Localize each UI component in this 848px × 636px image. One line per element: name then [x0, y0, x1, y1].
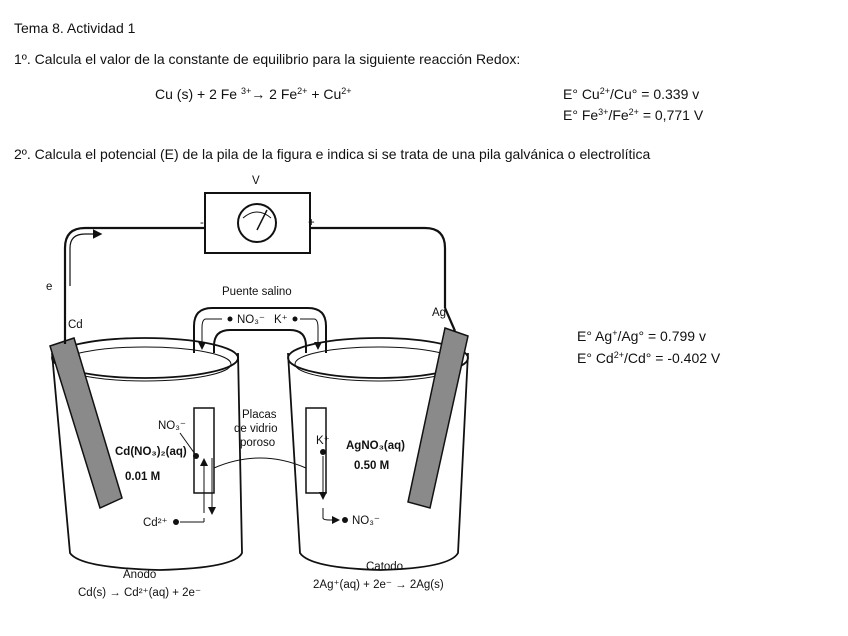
salt-bridge [193, 307, 327, 493]
galvanic-cell-figure: e V - + Puente salino NO₃⁻ K⁺ Cd Ag NO₃⁻ [46, 175, 469, 599]
potential-fe: E° Fe3+/Fe2+ = 0,771 V [563, 107, 704, 123]
external-wire [63, 226, 447, 318]
voltmeter-label: V [252, 175, 260, 187]
redox-reaction: Cu (s) + 2 Fe 3+→ 2 Fe2+ + Cu2+ [155, 86, 352, 102]
electron-flow-arrow [69, 229, 103, 286]
page-title: Tema 8. Actividad 1 [14, 20, 136, 36]
question-2: 2º. Calcula el potencial (E) de la pila … [14, 146, 651, 162]
cd-label: Cd [68, 319, 83, 331]
right-solution: AgNO₃(aq) [346, 440, 405, 452]
cathode-label: Catodo [366, 561, 403, 573]
left-solution: Cd(NO₃)₂(aq) [115, 446, 187, 458]
salt-bridge-label: Puente salino [222, 286, 292, 298]
right-concentration: 0.50 M [354, 460, 389, 472]
left-anion: NO₃⁻ [158, 420, 186, 432]
right-beaker [287, 337, 469, 571]
porous-plates-2: de vidrio [234, 423, 277, 435]
porous-plates-1: Placas [242, 409, 277, 421]
right-cation: K⁺ [316, 435, 330, 447]
plus-terminal: + [308, 217, 315, 229]
ag-label: Ag [432, 307, 446, 319]
anode-label: Ánodo [123, 568, 156, 581]
cathode-equation: 2Ag⁺(aq) + 2e⁻ → 2Ag(s) [313, 579, 444, 591]
ag-electrode [407, 327, 469, 509]
electron-label: e [46, 281, 52, 293]
anode-equation: Cd(s) → Cd²⁺(aq) + 2e⁻ [78, 587, 201, 599]
cd-ion: Cd²⁺ [143, 517, 168, 529]
bridge-anion: NO₃⁻ [237, 314, 265, 326]
bridge-cation: K⁺ [274, 314, 288, 326]
potential-ag: E° Ag+/Ag° = 0.799 v [577, 328, 706, 344]
no3-ion: NO₃⁻ [352, 515, 380, 527]
minus-terminal: - [200, 217, 204, 229]
potential-cu: E° Cu2+/Cu° = 0.339 v [563, 86, 700, 102]
voltmeter-icon [204, 192, 311, 254]
porous-plates-3: poroso [240, 437, 275, 449]
potential-cd: E° Cd2+/Cd° = -0.402 V [577, 350, 721, 366]
question-1: 1º. Calcula el valor de la constante de … [14, 51, 521, 67]
left-concentration: 0.01 M [125, 471, 160, 483]
